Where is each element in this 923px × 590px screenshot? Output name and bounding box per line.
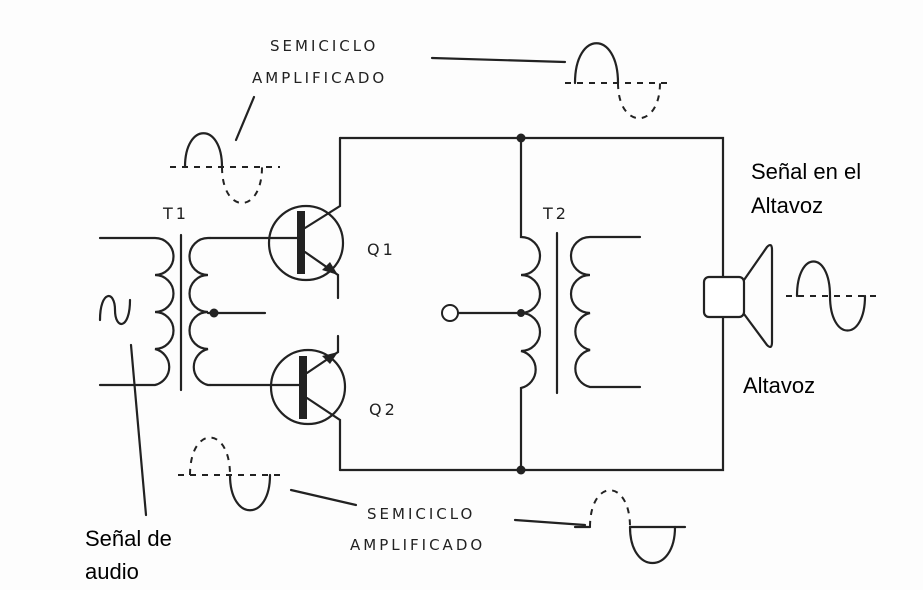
input-terminal <box>441 304 459 322</box>
transformer-t1 <box>98 233 267 392</box>
speaker-signal-label-line2: Altavoz <box>751 193 824 218</box>
audio-signal-label-line2: audio <box>85 559 139 584</box>
audio-signal-label-line1: Señal de <box>85 526 172 551</box>
speaker-label: Altavoz <box>743 373 816 398</box>
waveform-bottom-amplified <box>573 489 687 565</box>
transistor-q1 <box>208 136 345 300</box>
t1-label: T1 <box>163 204 189 223</box>
q1-label: Q1 <box>367 240 396 259</box>
pointer-lines <box>129 56 587 527</box>
bottom-rail <box>338 315 725 472</box>
bottom-semiciclo-label: SEMICICLO <box>367 505 476 523</box>
speaker-icon <box>702 244 774 348</box>
bottom-amplificado-label: AMPLIFICADO <box>350 536 486 554</box>
speaker-signal-label-line1: Señal en el <box>751 159 862 184</box>
top-semiciclo-label: SEMICICLO <box>270 37 379 55</box>
waveform-q1-input <box>170 132 280 204</box>
q2-label: Q2 <box>369 400 398 419</box>
waveform-top-amplified <box>565 42 668 120</box>
top-amplificado-label: AMPLIFICADO <box>252 69 388 87</box>
waveform-speaker-signal <box>786 260 880 332</box>
waveform-q2-input <box>178 436 285 512</box>
t2-label: T2 <box>543 204 569 223</box>
ac-source-icon <box>98 294 132 326</box>
transformer-t2 <box>456 136 642 472</box>
top-rail <box>338 136 725 279</box>
transistor-q2 <box>208 334 347 472</box>
